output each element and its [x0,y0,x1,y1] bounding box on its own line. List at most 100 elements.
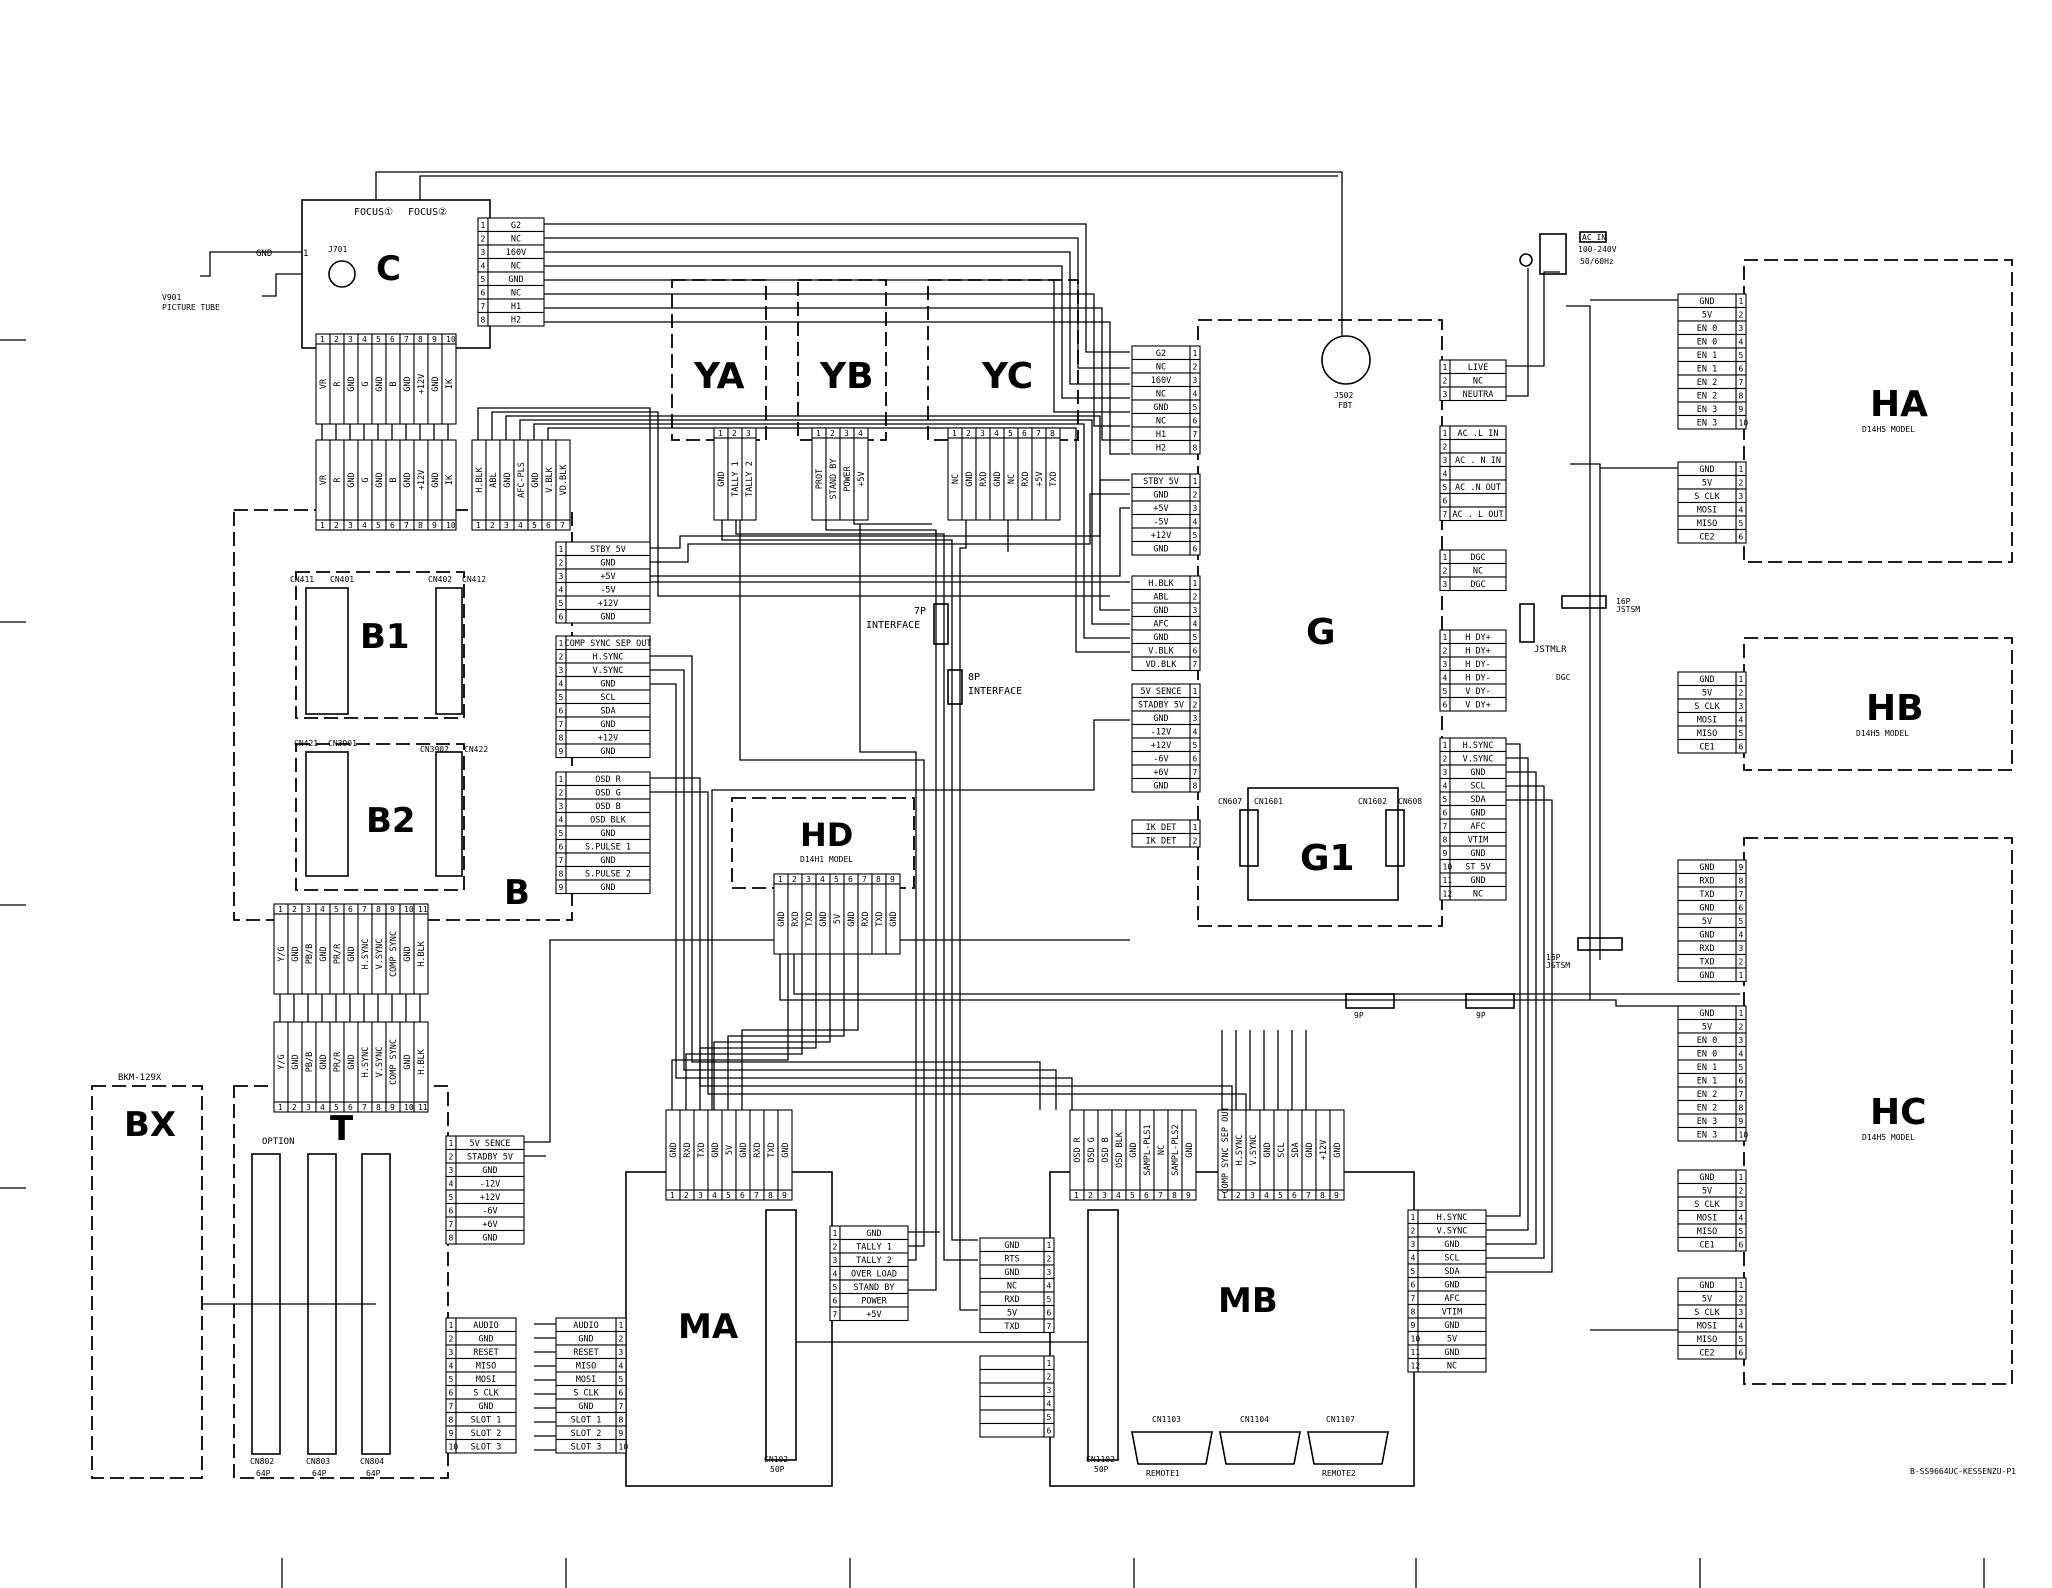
pin-label: AC .N OUT [1455,483,1501,493]
pin-number: 1 [1074,1191,1079,1200]
pin-label: GND [375,472,385,487]
pin-label: H DY- [1465,674,1491,684]
pin-number: 10 [1443,863,1453,872]
pin-label: S CLK [1694,1308,1720,1318]
pin-label: EN 0 [1697,338,1717,348]
pin-label: SDA [600,707,615,717]
pin-label: +12V [417,470,427,490]
pin-label: EN 1 [1697,365,1717,375]
cn412-label: CN412 [462,575,486,584]
pin-number: 5 [1739,351,1744,360]
cn3902-label: CN3902 [420,745,449,754]
pin-number: 6 [1193,417,1198,426]
pin-label: GND [431,376,441,391]
pin-number: 4 [1047,1282,1052,1291]
pin-label: G2 [1156,349,1166,359]
pin-label: COMP SYNC SEP OUT [1221,1107,1231,1194]
pin-number: 5 [619,1375,624,1384]
jstmlr-label: JSTMLR [1534,645,1567,655]
pin-number: 1 [1443,553,1448,562]
pin-label: TXD [1004,1322,1019,1332]
label-g1: G1 [1300,838,1355,879]
pin-label: MISO [576,1362,596,1372]
pin-label: GND [347,1054,357,1069]
j502-label: J502 [1334,391,1353,400]
pin-label: V.SYNC [1249,1135,1259,1166]
pin-label: GND [669,1142,679,1157]
pin-number: 3 [1739,1036,1744,1045]
pin-number: 2 [684,1191,689,1200]
pin-number: 2 [1443,377,1448,386]
pin-label: MOSI [576,1375,596,1385]
pin-number: 6 [1739,1077,1744,1086]
pin-number: 1 [1443,633,1448,642]
pin-number: 2 [1236,1191,1241,1200]
pin-label: EN 2 [1697,378,1717,388]
fbt-label: FBT [1338,401,1353,410]
pin-label: SLOT 2 [571,1429,602,1439]
pin-number: 1 [1739,971,1744,980]
pin-number: 5 [1739,1063,1744,1072]
pin-label: GND [1470,768,1485,778]
pin-number: 4 [481,262,486,271]
pin-label: EN 3 [1697,405,1717,415]
pin-number: 7 [1443,822,1448,831]
pin-label: STADBY 5V [467,1153,513,1163]
pin-number: 8 [1739,1104,1744,1113]
pin-label: NC [1007,1282,1017,1292]
ac-voltage-label: 100-240V [1578,245,1617,254]
p50a-label: 50P [770,1465,785,1474]
pin-label: 160V [1151,376,1171,386]
pin-label: OSD R [595,775,621,785]
pin-label: EN 0 [1697,324,1717,334]
board-g1 [1247,787,1399,901]
pin-label: R [333,477,343,483]
pin-label: GND [1444,1321,1459,1331]
pin-number: 7 [1158,1191,1163,1200]
pin-label: H.SYNC [593,653,624,663]
pin-label: -6V [1153,755,1168,765]
pin-number: 8 [376,1103,381,1112]
pin-label: RXD [979,471,989,486]
pin-label: B [389,477,399,482]
pin-number: 9 [432,335,437,344]
pin-label: GND [503,472,513,487]
pin-label: GND [600,883,615,893]
pin-number: 1 [559,639,564,648]
pin-label: TXD [1699,958,1714,968]
pin-number: 4 [858,429,863,438]
pin-label: GND [1305,1142,1315,1157]
j701-label: J701 [328,245,347,254]
label-b1: B1 [360,617,410,657]
pin-number: 1 [1739,465,1744,474]
pin-label: GND [1004,1268,1019,1278]
pin-label: S.PULSE 1 [585,843,631,853]
pin-label: GND [1699,1173,1714,1183]
pin-number: 5 [1739,1335,1744,1344]
pin-label: AUDIO [573,1321,599,1331]
picture-tube-socket [328,260,356,288]
pin-label: STBY 5V [1143,477,1179,487]
pin-label: H DY- [1465,660,1491,670]
pin-number: 5 [449,1193,454,1202]
pin-label: PR/R [333,1051,343,1072]
iface8-label: 8P [968,672,980,683]
pin-number: 1 [718,429,723,438]
pin-label: GND [1153,545,1168,555]
pin-number: 1 [816,429,821,438]
pin-number: 5 [449,1375,454,1384]
pin-number: 2 [1193,491,1198,500]
pin-label: 5V SENCE [1141,687,1182,697]
pin-number: 6 [1193,545,1198,554]
cn803-label: CN803 [306,1457,330,1466]
pin-label: GND [1699,1281,1714,1291]
ac-in-label: AC IN [1582,233,1606,242]
pin-number: 6 [740,1191,745,1200]
pin-label: IK DET [1146,837,1177,847]
pin-label: H DY+ [1465,633,1491,643]
